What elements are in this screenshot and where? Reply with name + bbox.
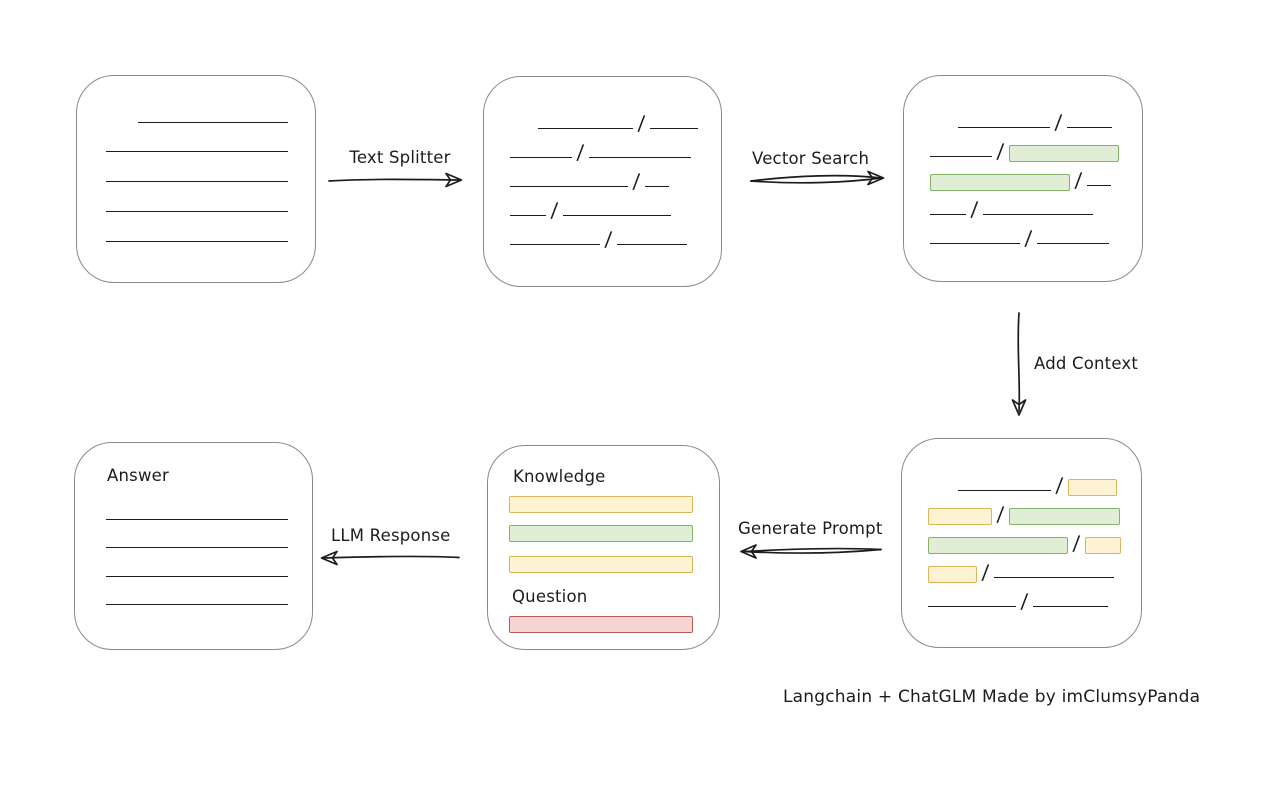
slash-separator: /: [1020, 589, 1029, 613]
document-box: [76, 75, 316, 283]
chunk-row: /: [510, 226, 687, 251]
slash-separator: /: [1055, 473, 1064, 497]
slash-separator: /: [1072, 531, 1081, 555]
text-line: [930, 156, 992, 157]
chunk-yellow-highlight: [928, 508, 992, 525]
knowledge-label: Knowledge: [513, 467, 606, 486]
text-line: [562, 215, 671, 216]
vector-search-arrow: [750, 170, 885, 186]
context-chunks-box: / / / / /: [901, 438, 1142, 648]
text-line: [1032, 606, 1108, 607]
chunk-yellow-highlight: [1084, 537, 1121, 554]
text-line: [982, 214, 1093, 215]
chunk-row: /: [928, 530, 1121, 555]
chunk-row: /: [928, 472, 1117, 497]
text-line: [1086, 185, 1111, 186]
chunk-green-highlight: [1008, 145, 1119, 162]
slash-separator: /: [604, 227, 613, 251]
llm-response-arrow: [320, 550, 460, 566]
text-line: [993, 577, 1114, 578]
text-line: [510, 186, 628, 187]
answer-text-line: [106, 547, 288, 548]
vector-search-result-box: / / / / /: [903, 75, 1143, 282]
document-text-line: [106, 241, 288, 242]
answer-text-line: [106, 576, 288, 577]
slash-separator: /: [996, 502, 1005, 526]
caption: Langchain + ChatGLM Made by imClumsyPand…: [783, 687, 1201, 707]
question-label: Question: [512, 587, 588, 606]
chunk-row: /: [510, 168, 669, 193]
slash-separator: /: [632, 169, 641, 193]
text-line: [510, 215, 546, 216]
vector-search-label: Vector Search: [752, 149, 870, 168]
slash-separator: /: [996, 139, 1005, 163]
slash-separator: /: [550, 198, 559, 222]
text-line: [1036, 243, 1109, 244]
slash-separator: /: [576, 140, 585, 164]
chunk-green-highlight: [930, 174, 1070, 191]
question-bar: [509, 616, 693, 633]
answer-text-line: [106, 604, 288, 605]
document-text-line: [106, 151, 288, 152]
chunk-yellow-highlight: [1067, 479, 1117, 496]
text-line: [616, 244, 687, 245]
text-line: [958, 127, 1050, 128]
text-line: [644, 186, 669, 187]
slash-separator: /: [970, 197, 979, 221]
text-line: [928, 606, 1016, 607]
chunk-green-highlight: [1008, 508, 1120, 525]
answer-label: Answer: [107, 466, 169, 485]
text-line: [930, 243, 1020, 244]
document-text-line: [106, 181, 288, 182]
document-text-line: [106, 211, 288, 212]
text-line: [1066, 127, 1112, 128]
chunk-yellow-highlight: [928, 566, 977, 583]
text-line: [538, 128, 633, 129]
knowledge-bar-yellow: [509, 496, 693, 513]
chunk-row: /: [930, 225, 1109, 250]
answer-box: Answer: [74, 442, 313, 650]
chunk-row: /: [510, 197, 671, 222]
text-splitter-label: Text Splitter: [349, 148, 451, 167]
chunk-green-highlight: [928, 537, 1068, 554]
chunk-row: /: [930, 167, 1111, 192]
chunk-row: /: [930, 196, 1093, 221]
document-text-line: [138, 122, 288, 123]
chunk-row: /: [928, 501, 1120, 526]
chunk-row: /: [928, 559, 1114, 584]
text-line: [588, 157, 691, 158]
chunk-row: /: [510, 110, 698, 135]
prompt-box: Knowledge Question: [487, 445, 720, 650]
text-line: [958, 490, 1051, 491]
knowledge-bar-green: [509, 525, 693, 542]
text-line: [649, 128, 698, 129]
text-splitter-arrow: [328, 172, 463, 188]
slash-separator: /: [1074, 168, 1083, 192]
chunk-row: /: [930, 138, 1119, 163]
generate-prompt-arrow: [740, 544, 882, 559]
slash-separator: /: [981, 560, 990, 584]
chunk-row: /: [928, 588, 1108, 613]
add-context-arrow: [1011, 312, 1027, 416]
answer-text-line: [106, 519, 288, 520]
text-line: [930, 214, 966, 215]
split-chunks-box: / / / / /: [483, 76, 722, 287]
text-line: [510, 157, 572, 158]
chunk-row: /: [930, 109, 1112, 134]
slash-separator: /: [1054, 110, 1063, 134]
llm-response-label: LLM Response: [331, 526, 451, 545]
text-line: [510, 244, 600, 245]
chunk-row: /: [510, 139, 691, 164]
generate-prompt-label: Generate Prompt: [738, 519, 883, 538]
knowledge-bar-yellow: [509, 556, 693, 573]
slash-separator: /: [1024, 226, 1033, 250]
add-context-label: Add Context: [1034, 354, 1139, 373]
slash-separator: /: [637, 111, 646, 135]
